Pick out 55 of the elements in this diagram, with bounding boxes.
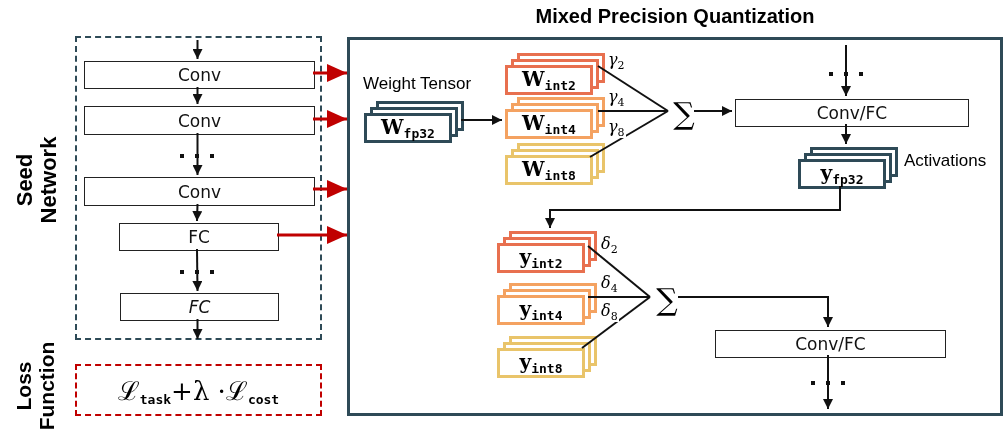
tensor-stack xyxy=(497,283,597,325)
layer-box: FC xyxy=(120,293,279,321)
arrow xyxy=(313,180,347,198)
tensor-label: W$_{int8}$ xyxy=(522,157,576,183)
tensor-stack xyxy=(505,143,605,185)
connector-line xyxy=(587,296,651,298)
arrow xyxy=(545,185,841,229)
arrow xyxy=(841,123,851,145)
side-caption: Activations xyxy=(904,151,987,171)
arrow xyxy=(823,354,833,410)
connector-line xyxy=(597,110,669,112)
tensor-label: y$_{int4}$ xyxy=(519,297,563,323)
arrow xyxy=(192,132,203,176)
edge-label: δ$_{2}$ xyxy=(600,236,619,256)
connector-line xyxy=(597,65,669,112)
tensor-label: y$_{int8}$ xyxy=(519,350,563,376)
arrow xyxy=(677,296,833,328)
layer-box: Conv xyxy=(84,106,315,135)
tensor-label: W$_{int4}$ xyxy=(522,111,576,137)
tensor-stack xyxy=(497,336,597,378)
loss-formula: ℒ$_{task}$+λ ·ℒ$_{cost}$ xyxy=(117,375,280,408)
arrow xyxy=(313,64,347,82)
edge-label: δ$_{8}$ xyxy=(600,303,619,323)
connector-line xyxy=(587,245,651,298)
connector-line xyxy=(589,110,669,158)
side-caption: Weight Tensor xyxy=(363,74,472,94)
sum-symbol: ∑ xyxy=(672,99,696,129)
tensor-label: W$_{int2}$ xyxy=(522,67,576,93)
tensor-stack xyxy=(497,231,597,273)
group-title: Loss Function xyxy=(12,340,58,433)
arrow xyxy=(313,110,347,128)
arrow xyxy=(192,203,203,222)
layer-box: Conv xyxy=(84,61,315,89)
arrow xyxy=(693,106,733,116)
connector-line xyxy=(581,296,651,349)
arrow xyxy=(277,226,347,244)
layer-box: Conv xyxy=(84,177,315,206)
sum-symbol: ∑ xyxy=(655,285,679,315)
tensor-label: y$_{fp32}$ xyxy=(820,161,864,187)
arrow xyxy=(192,318,203,340)
group-title: Seed Network xyxy=(13,135,61,226)
panel-title: Mixed Precision Quantization xyxy=(534,5,816,28)
arrow xyxy=(460,115,503,125)
tensor-stack xyxy=(505,53,605,95)
tensor-label: y$_{int2}$ xyxy=(519,245,563,271)
tensor-label: W$_{fp32}$ xyxy=(381,115,435,141)
tensor-stack xyxy=(505,97,605,139)
edge-label: δ$_{4}$ xyxy=(600,275,619,295)
arrow xyxy=(192,86,203,105)
arrow xyxy=(192,248,203,292)
arrow xyxy=(192,39,203,60)
layer-box: FC xyxy=(119,223,279,251)
layer-box: Conv/FC xyxy=(715,330,946,358)
layer-box: Conv/FC xyxy=(735,99,969,127)
arrow xyxy=(841,44,851,97)
